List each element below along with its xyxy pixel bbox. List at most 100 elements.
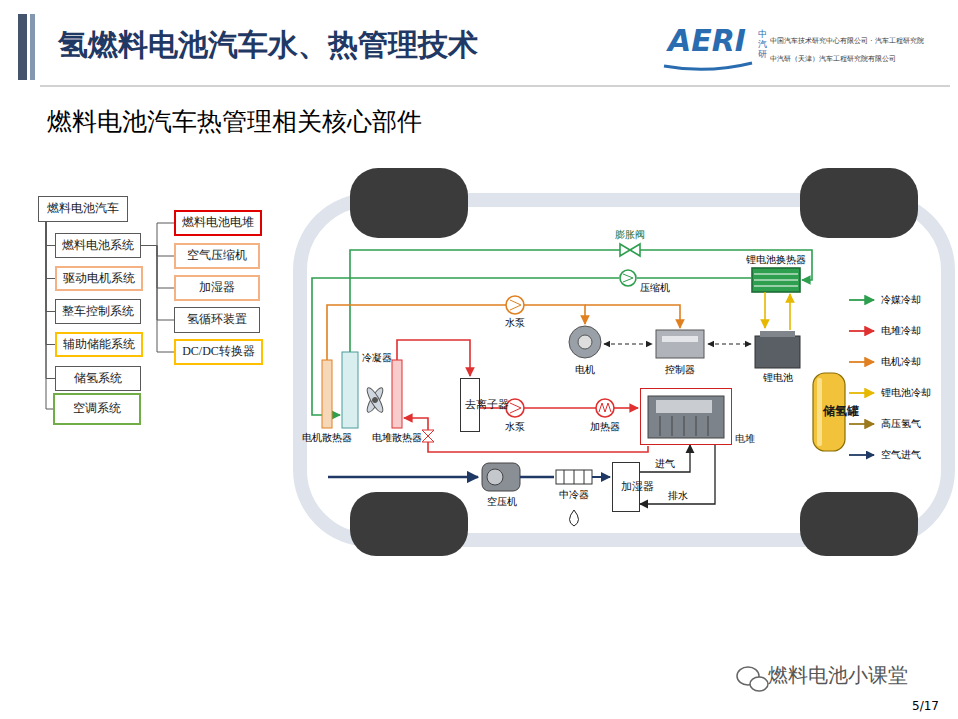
slide-title: 氢燃料电池汽车水、热管理技术	[58, 28, 478, 63]
stack-cooling-loop	[392, 340, 648, 452]
stack-cooling-loop	[422, 430, 434, 442]
legend-swatch	[848, 295, 878, 305]
tree-line	[46, 222, 55, 279]
component-label: 压缩机	[640, 282, 670, 294]
component-label: 锂电池	[763, 372, 793, 384]
motor-cooling-loop	[510, 300, 521, 310]
component-label: 水泵	[505, 317, 525, 329]
car-outline	[300, 168, 948, 556]
electric-drive-parts	[662, 336, 698, 342]
electric-drive-parts	[656, 330, 704, 358]
refrigerant-loop	[620, 244, 640, 256]
stack-picture	[656, 400, 712, 413]
tree-line	[46, 222, 55, 379]
legend-swatch	[848, 388, 878, 398]
motor-cooling-loop	[524, 305, 585, 324]
car-outline	[800, 168, 918, 238]
electric-drive-parts	[760, 331, 795, 337]
legend-row: 电机冷却	[848, 356, 921, 368]
node-text: 燃料电池系统	[62, 239, 134, 253]
node-text: 储氢罐	[823, 405, 835, 419]
system-box: 燃料电池系统	[55, 233, 141, 258]
system-box: 辅助储能系统	[55, 332, 143, 357]
electric-drive-parts	[755, 336, 800, 368]
refrigerant-loop	[620, 270, 636, 286]
air-intake-path	[328, 463, 610, 526]
radiator-fan	[365, 386, 386, 414]
refrigerant-loop	[623, 274, 633, 282]
motor-cooling-loop	[322, 360, 332, 428]
system-box: 储氢系统	[55, 366, 141, 391]
wechat-icon	[750, 677, 768, 691]
car-outline	[350, 492, 468, 556]
node-text: 加湿器	[621, 481, 632, 494]
radiator-fan	[365, 386, 386, 414]
node-text: 燃料电池电堆	[182, 216, 254, 230]
stack-picture	[648, 396, 724, 438]
tree-line	[141, 246, 174, 353]
system-box: 驱动电机系统	[55, 266, 143, 291]
air-intake-path	[574, 470, 575, 484]
air-intake-path	[570, 510, 579, 526]
component-box: DC/DC转换器	[174, 339, 263, 365]
air-intake-path	[564, 470, 565, 484]
stack-cooling-loop	[524, 407, 596, 409]
electric-drive-parts	[708, 343, 751, 344]
component-label: 电机散热器	[302, 432, 352, 444]
component-label: 冷凝器	[362, 352, 392, 364]
header-decoration	[18, 14, 950, 86]
legend-swatch	[848, 357, 878, 367]
legend-row: 电堆冷却	[848, 325, 921, 337]
air-intake-path	[487, 469, 503, 485]
legend-text: 空气进气	[881, 449, 921, 461]
node-text: 空调系统	[73, 402, 121, 416]
component-label: 空压机	[487, 496, 517, 508]
wechat-icon	[737, 667, 768, 691]
subtitle: 燃料电池汽车热管理相关核心部件	[47, 108, 422, 137]
stack-cooling-loop	[506, 399, 524, 417]
stack-cooling-loop	[397, 340, 470, 376]
node-text: 氢循环装置	[187, 313, 247, 327]
hydrogen-tank: 储氢罐	[812, 372, 846, 452]
radiator-fan	[373, 398, 378, 403]
tree-line	[46, 222, 53, 409]
node-text: 驱动电机系统	[63, 272, 135, 286]
node-text: DC/DC转换器	[182, 345, 255, 359]
stack-picture	[684, 416, 685, 436]
refrigerant-loop	[752, 268, 800, 292]
electric-drive-parts	[578, 335, 592, 349]
air-intake-path	[520, 476, 554, 479]
page-number: 5/17	[912, 700, 939, 714]
component-box: 燃料电池电堆	[174, 210, 262, 236]
electric-drive-parts	[569, 326, 601, 358]
stack-cooling-loop	[510, 403, 521, 413]
motor-cooling-loop	[506, 296, 524, 314]
car-outline	[800, 492, 918, 556]
stack-cooling-loop	[599, 403, 611, 412]
legend-line	[849, 299, 874, 301]
system-box: 整车控制系统	[55, 299, 141, 324]
component-box: 加湿器	[174, 275, 260, 301]
edge-label: 进气	[654, 458, 676, 470]
legend-row: 高压氢气	[848, 418, 921, 430]
radiator-fan	[365, 386, 386, 414]
header-decoration	[18, 14, 27, 80]
legend-row: 冷媒冷却	[848, 294, 921, 306]
legend-swatch	[848, 450, 878, 460]
humidifier-box: 加湿器	[612, 462, 640, 512]
stack-cooling-loop	[404, 418, 648, 452]
stack-cooling-loop	[392, 360, 402, 428]
electric-drive-parts	[569, 292, 800, 368]
flow-arrow	[640, 445, 690, 472]
header-decoration	[664, 63, 752, 69]
air-intake-path	[584, 470, 585, 484]
electric-drive-parts	[604, 343, 652, 344]
legend-line	[849, 392, 874, 394]
stack-picture	[696, 416, 697, 436]
component-box: 氢循环装置	[174, 307, 260, 333]
car-outline	[300, 200, 948, 540]
tank-body	[813, 373, 845, 451]
vehicle-box: 燃料电池汽车	[38, 196, 128, 222]
logo-mark-text: 中汽研	[758, 30, 767, 60]
stack-picture	[708, 416, 709, 436]
